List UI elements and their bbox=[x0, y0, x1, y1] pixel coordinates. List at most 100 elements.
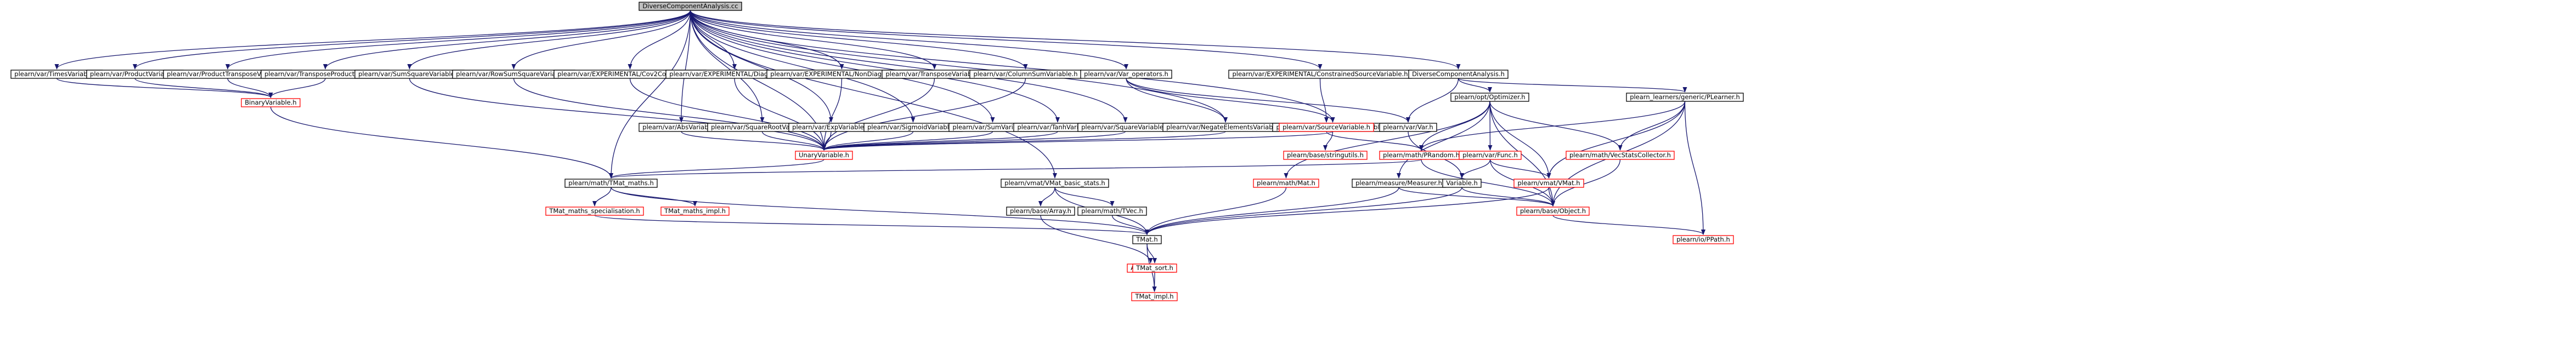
node-statscollector[interactable]: plearn/math/VecStatsCollector.h bbox=[1566, 151, 1675, 160]
node-nondiag[interactable]: plearn/var/EXPERIMENTAL/NonDiagVariable.… bbox=[766, 70, 917, 79]
node-label: plearn/var/EXPERIMENTAL/NonDiagVariable.… bbox=[770, 70, 913, 78]
edge-root-to-sigmoid bbox=[690, 10, 916, 123]
edge-transprod-to-binary bbox=[268, 78, 326, 98]
edge-square-to-unary bbox=[822, 131, 1126, 151]
node-vmat[interactable]: plearn/vmat/VMat.h bbox=[1513, 179, 1584, 188]
node-label: plearn/var/SumSquareVariable.h bbox=[358, 70, 461, 78]
node-varops[interactable]: plearn/var/Var_operators.h bbox=[1080, 70, 1172, 79]
node-prodtrans[interactable]: plearn/var/ProductTransposeVariable.h bbox=[163, 70, 292, 79]
node-abs[interactable]: plearn/var/AbsVariable.h bbox=[639, 123, 724, 132]
edge-optimizer-to-vmat bbox=[1489, 101, 1551, 179]
edge-root-to-tanh bbox=[690, 10, 1060, 123]
node-tmathsspec[interactable]: TMat_maths_specialisation.h bbox=[545, 207, 644, 216]
node-box bbox=[1131, 292, 1178, 301]
node-label: DiverseComponentAnalysis.cc bbox=[642, 2, 738, 10]
node-box bbox=[564, 179, 658, 188]
node-label: plearn/math/VecStatsCollector.h bbox=[1569, 151, 1671, 159]
edge-product-to-binary bbox=[134, 78, 273, 98]
node-product[interactable]: plearn/var/ProductVariable.h bbox=[86, 70, 184, 79]
edge-array-to-arrayimpl bbox=[1040, 215, 1153, 263]
edge-root-to-times bbox=[54, 10, 691, 70]
edge-root-to-square bbox=[690, 10, 1128, 123]
edge-sigmoid-to-unary bbox=[822, 131, 914, 151]
node-tmat[interactable]: TMat.h bbox=[1132, 235, 1162, 244]
node-box bbox=[639, 2, 742, 11]
node-prandom[interactable]: plearn/math/PRandom.h bbox=[1379, 151, 1464, 160]
node-box bbox=[1132, 263, 1177, 273]
node-box bbox=[1006, 207, 1075, 216]
node-times[interactable]: plearn/var/TimesVariable.h bbox=[10, 70, 103, 79]
edge-sqrt-to-unary bbox=[761, 131, 826, 151]
node-variable[interactable]: Variable.h bbox=[1442, 179, 1482, 188]
node-object[interactable]: plearn/base/Object.h bbox=[1516, 207, 1590, 216]
node-box bbox=[660, 207, 730, 216]
edge-vmatbasic-to-array bbox=[1038, 187, 1055, 207]
node-stringutils[interactable]: plearn/base/stringutils.h bbox=[1283, 151, 1368, 160]
node-optimizer[interactable]: plearn/opt/Optimizer.h bbox=[1450, 93, 1529, 102]
edge-transpose-to-unary bbox=[822, 78, 935, 151]
node-sumsq[interactable]: plearn/var/SumSquareVariable.h bbox=[354, 70, 465, 79]
edge-optimizer-to-measurer bbox=[1397, 101, 1490, 179]
node-dca_h[interactable]: DiverseComponentAnalysis.h bbox=[1408, 70, 1509, 79]
edge-timesconst-to-unary bbox=[822, 131, 1334, 151]
edge-tmatmaths-to-tmathsspec bbox=[592, 187, 612, 207]
node-constrained[interactable]: plearn/var/EXPERIMENTAL/ConstrainedSourc… bbox=[1228, 70, 1412, 79]
edge-root-to-cov2corr bbox=[628, 10, 691, 70]
node-array[interactable]: plearn/base/Array.h bbox=[1006, 207, 1075, 216]
node-tmatimpl[interactable]: TMat_impl.h bbox=[1131, 292, 1178, 301]
node-tmatmaths[interactable]: plearn/math/TMat_maths.h bbox=[564, 179, 658, 188]
node-func[interactable]: plearn/var/Func.h bbox=[1459, 151, 1522, 160]
node-box bbox=[1279, 123, 1374, 132]
node-ppath[interactable]: plearn/io/PPath.h bbox=[1673, 235, 1734, 244]
node-plearner[interactable]: plearn_learners/generic/PLearner.h bbox=[1626, 93, 1744, 102]
node-label: plearn/opt/Optimizer.h bbox=[1454, 93, 1525, 101]
node-negelem[interactable]: plearn/var/NegateElementsVariable.h bbox=[1162, 123, 1289, 132]
node-tvec[interactable]: plearn/math/TVec.h bbox=[1077, 207, 1147, 216]
edge-root-to-dca_h bbox=[690, 10, 1461, 70]
node-unary[interactable]: UnaryVariable.h bbox=[795, 151, 853, 160]
edge-sourcevar-to-prandom bbox=[1326, 131, 1423, 151]
edge-root-to-sumsq bbox=[407, 10, 691, 70]
node-box bbox=[1253, 179, 1319, 188]
edge-root-to-rowsumsq bbox=[511, 10, 691, 70]
node-mat[interactable]: plearn/math/Mat.h bbox=[1253, 179, 1319, 188]
node-binary[interactable]: BinaryVariable.h bbox=[241, 98, 301, 107]
node-tmathsimpl[interactable]: TMat_maths_impl.h bbox=[660, 207, 730, 216]
edge-root-to-varops bbox=[690, 10, 1128, 70]
node-var[interactable]: plearn/var/Var.h bbox=[1379, 123, 1437, 132]
node-root[interactable]: DiverseComponentAnalysis.cc bbox=[639, 2, 742, 11]
edge-prandom-to-tmatmaths bbox=[609, 159, 1422, 179]
node-box bbox=[1077, 207, 1147, 216]
node-measurer[interactable]: plearn/measure/Measurer.h bbox=[1352, 179, 1446, 188]
node-label: plearn/var/RowSumSquareVariable.h bbox=[456, 70, 571, 78]
node-tmatsort[interactable]: TMat_sort.h bbox=[1132, 263, 1177, 273]
node-colsum[interactable]: plearn/var/ColumnSumVariable.h bbox=[969, 70, 1082, 79]
node-label: plearn/var/Var_operators.h bbox=[1084, 70, 1168, 78]
edge-tmatmaths-to-tmat bbox=[611, 187, 1149, 235]
node-exp[interactable]: plearn/var/ExpVariable.h bbox=[788, 123, 874, 132]
node-box bbox=[1516, 207, 1590, 216]
node-vmatbasic[interactable]: plearn/vmat/VMat_basic_stats.h bbox=[1001, 179, 1109, 188]
node-label: plearn/var/AbsVariable.h bbox=[642, 123, 720, 131]
edge-func-to-variable bbox=[1460, 159, 1491, 179]
edge-root-to-negelem bbox=[690, 10, 1228, 123]
node-rowsumsq[interactable]: plearn/var/RowSumSquareVariable.h bbox=[452, 70, 575, 79]
edge-varops-to-var bbox=[1126, 78, 1410, 123]
node-sourcevar[interactable]: plearn/var/SourceVariable.h bbox=[1279, 123, 1374, 132]
node-label: plearn/math/PRandom.h bbox=[1383, 151, 1460, 159]
node-label: TMat.h bbox=[1136, 236, 1157, 243]
edge-measurer-to-object bbox=[1398, 187, 1555, 207]
edge-tanh-to-unary bbox=[822, 131, 1058, 151]
node-box bbox=[241, 98, 301, 107]
edge-tmat-to-tmatsort bbox=[1146, 243, 1157, 263]
node-sigmoid[interactable]: plearn/var/SigmoidVariable.h bbox=[863, 123, 963, 132]
node-label: plearn/var/SigmoidVariable.h bbox=[867, 123, 959, 131]
edge-plearner-to-ppath bbox=[1684, 101, 1705, 235]
node-square[interactable]: plearn/var/SquareVariable.h bbox=[1077, 123, 1173, 132]
edge-root-to-product bbox=[133, 10, 691, 70]
node-label: Variable.h bbox=[1446, 179, 1478, 187]
node-label: UnaryVariable.h bbox=[799, 151, 849, 159]
node-label: plearn/var/ExpVariable.h bbox=[792, 123, 870, 131]
node-label: plearn/math/TVec.h bbox=[1081, 207, 1143, 215]
node-transpose[interactable]: plearn/var/TransposeVariable.h bbox=[882, 70, 987, 79]
